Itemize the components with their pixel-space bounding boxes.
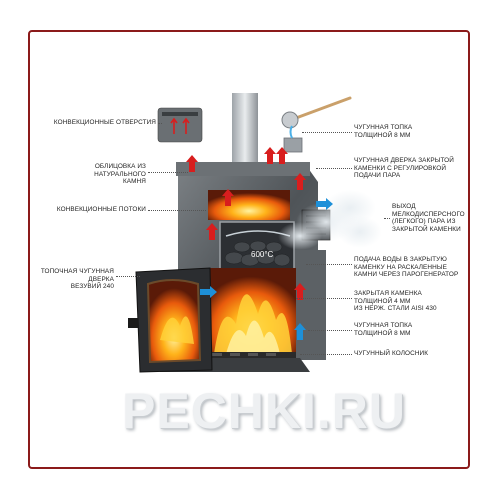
steam-cloud [278,190,382,250]
firebox-door [128,267,213,373]
label-grate: Чугунный колосник [354,350,429,357]
convection-arrows-cold [200,198,333,340]
convection-arrows-hot [186,147,306,300]
callout-line [148,210,206,211]
callout-line [300,354,352,355]
callout-line [302,132,352,133]
label-cladding: Облицовка из натурального камня [94,163,146,186]
label-steam-door: Чугунная дверка закрытой каменки с регул… [354,157,454,180]
callout-line [306,264,352,265]
label-water-feed: Подача воды в закрытую каменку на раскал… [354,256,459,279]
watermark: PECHKI.RU [122,383,407,439]
upper-chamber [208,190,290,220]
callout-line [308,330,352,331]
callout-line [384,218,390,219]
water-ladle [281,96,352,153]
label-convection-holes: Конвекционные отверстия [53,119,156,126]
label-cast-iron-firebox: Чугунная топка толщиной 8 мм [354,322,413,337]
label-closed-heater: Закрытая каменка толщиной 4 мм из нерж. … [354,290,437,313]
callout-line [158,123,162,124]
label-convection-flows: Конвекционные потоки [56,206,146,213]
convection-holes-inset [157,107,203,143]
callout-line [116,276,140,277]
callout-line [296,298,352,299]
label-firebox-door: Топочная чугунная дверка Везувий 240 [40,268,114,291]
callout-line [316,168,352,169]
temperature-label: 600°C [251,250,274,259]
label-steam-outlet: Выход мелкодисперсного (легкого) пара из… [392,203,465,233]
label-cast-iron-top: Чугунная топка толщиной 8 мм [354,124,413,139]
callout-line [148,172,188,173]
